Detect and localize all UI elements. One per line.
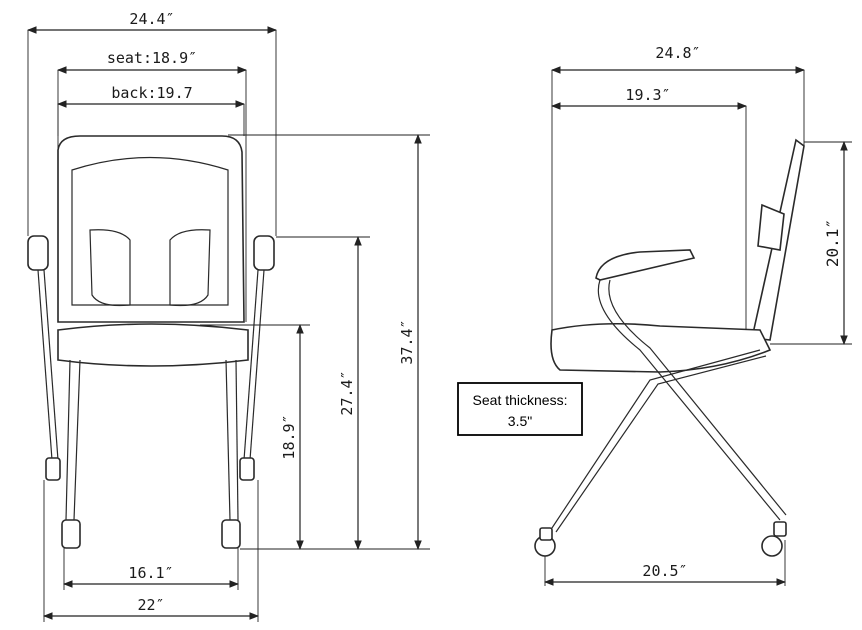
side-overall-depth-label: 24.8″ <box>655 44 700 62</box>
seat-width-label: seat:18.9″ <box>107 49 197 67</box>
seat-thickness-title: Seat thickness: <box>473 392 568 408</box>
seat-thickness-note: Seat thickness: 3.5" <box>457 382 583 436</box>
base-depth-label: 20.5″ <box>642 562 687 580</box>
seat-thickness-value: 3.5" <box>508 413 532 429</box>
seat-depth-label: 19.3″ <box>625 86 670 104</box>
overall-height-label: 37.4″ <box>398 319 416 364</box>
back-height-label: 20.1″ <box>823 219 842 267</box>
seat-height-label: 18.9″ <box>280 414 298 459</box>
front-overall-width-label: 24.4″ <box>129 10 174 28</box>
outer-base-width-label: 22″ <box>137 596 164 614</box>
arm-height-label: 27.4″ <box>338 370 356 415</box>
back-width-label: back:19.7 <box>111 84 192 102</box>
side-chair-drawing <box>534 138 805 557</box>
front-chair-drawing <box>27 135 275 549</box>
side-view: 24.8″ 19.3″ 20.1″ 20.5″ Seat thickness: … <box>457 44 852 586</box>
inner-base-width-label: 16.1″ <box>128 564 173 582</box>
front-view: 24.4″ seat:18.9″ back:19.7 37.4″ 27.4″ 1… <box>27 10 430 622</box>
